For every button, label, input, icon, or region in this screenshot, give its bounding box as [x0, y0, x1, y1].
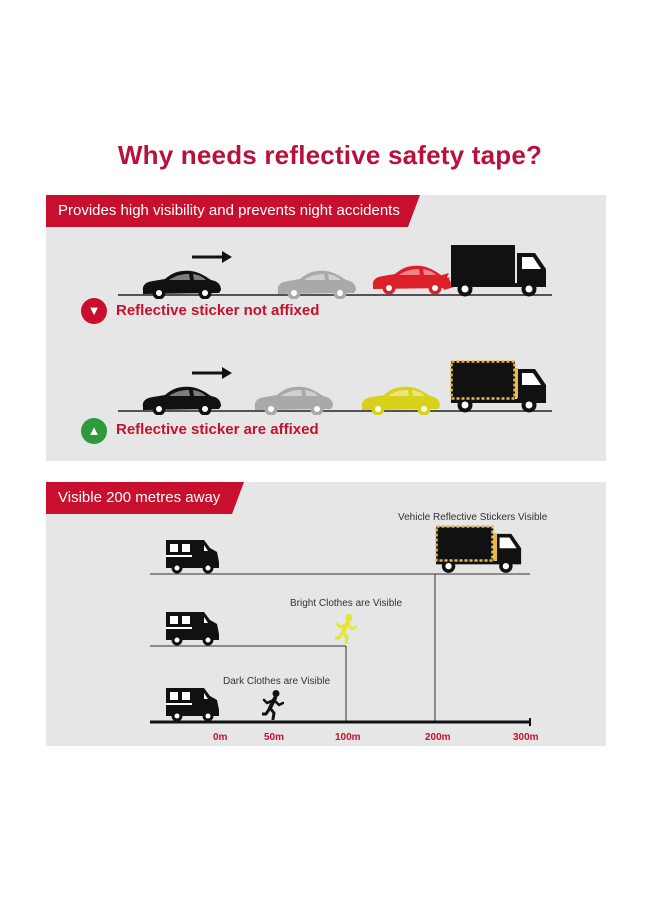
traffic-scene	[118, 245, 552, 415]
truck-icon	[451, 361, 546, 413]
tick-label: 50m	[264, 732, 285, 743]
reflective-tape-outline	[494, 533, 497, 561]
page-title: Why needs reflective safety tape?	[117, 140, 543, 170]
distance-diagram	[150, 525, 531, 726]
reflective-tape-outline	[450, 360, 516, 400]
truck-icon	[451, 245, 546, 297]
label-bright-visible: Bright Clothes are Visible	[290, 598, 403, 609]
truck-icon	[436, 526, 522, 573]
arrow-right-icon	[192, 367, 232, 379]
reflective-tape-outline	[515, 368, 518, 398]
van-icon	[166, 612, 219, 646]
arrow-right-icon	[192, 251, 232, 263]
tick-label: 0m	[213, 732, 228, 743]
tick-label: 300m	[513, 732, 539, 743]
thumbs-down-icon: ▼	[81, 298, 107, 324]
label-dark-visible: Dark Clothes are Visible	[223, 676, 331, 687]
status-not-affixed: Reflective sticker not affixed	[116, 302, 320, 319]
van-icon	[166, 540, 219, 574]
status-affixed: Reflective sticker are affixed	[116, 421, 319, 438]
label-vehicle-visible: Vehicle Reflective Stickers Visible	[398, 512, 548, 523]
visibility-distance-panel: Visible 200 metres away Vehicle Reflecti…	[46, 482, 606, 746]
thumbs-up-icon: ▲	[81, 418, 107, 444]
crash-icon	[441, 273, 454, 290]
tick-label: 200m	[425, 732, 451, 743]
tick-label: 100m	[335, 732, 361, 743]
visibility-comparison-panel: Provides high visibility and prevents ni…	[46, 195, 606, 461]
panel-banner: Visible 200 metres away	[46, 482, 244, 514]
reflective-tape-outline	[435, 525, 494, 562]
panel-banner: Provides high visibility and prevents ni…	[46, 195, 420, 227]
running-person-icon	[335, 614, 357, 644]
car-icon	[372, 265, 451, 294]
van-icon	[166, 688, 219, 722]
running-person-icon	[262, 690, 284, 720]
